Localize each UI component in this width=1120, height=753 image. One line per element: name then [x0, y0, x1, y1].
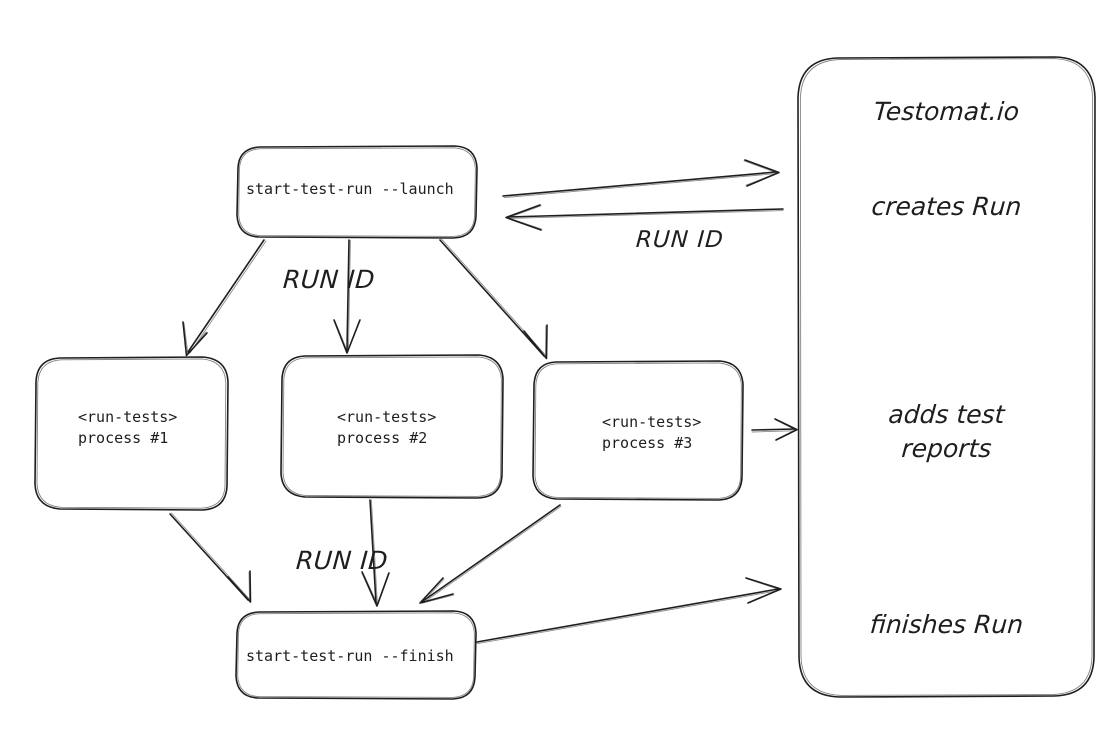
edge-label-run-id-collect: RUN ID — [295, 546, 390, 575]
process1-line1: <run-tests> — [78, 408, 178, 426]
process2-box-shape — [280, 354, 504, 499]
edge-launch-to-service — [502, 159, 780, 199]
process1-box-shape — [34, 356, 229, 511]
edge-launch-to-process1 — [182, 239, 267, 357]
service-panel-heading: Testomat.io — [872, 97, 1021, 126]
edge-launch-to-process2 — [333, 239, 361, 354]
edge-process3-to-service — [751, 418, 798, 441]
service-panel-shape — [797, 56, 1096, 698]
process1-line2: process #1 — [78, 429, 169, 447]
process3-line1: <run-tests> — [602, 413, 702, 431]
finish-box-label: start-test-run --finish — [246, 647, 454, 665]
edge-finish-to-service — [476, 577, 782, 645]
edge-launch-to-process3 — [439, 238, 548, 360]
edge-service-to-launch — [505, 204, 784, 231]
process2-line2: process #2 — [337, 429, 428, 447]
launch-box-label: start-test-run --launch — [246, 180, 454, 198]
edge-process2-to-finish — [361, 499, 390, 607]
edge-label-run-id-returned: RUN ID — [635, 227, 725, 253]
edge-label-run-id-fanout: RUN ID — [282, 265, 377, 294]
process3-line2: process #3 — [602, 434, 693, 452]
service-panel-action-finishes-run: finishes Run — [868, 610, 1025, 639]
service-panel-action-creates-run: creates Run — [870, 192, 1023, 221]
edge-process1-to-finish — [169, 512, 252, 603]
launch-box-shape — [236, 145, 478, 239]
service-panel-action-adds-reports-line1: adds test — [887, 400, 1006, 429]
process3-box-shape — [532, 360, 744, 501]
service-panel-action-adds-reports-line2: reports — [900, 434, 993, 463]
finish-box-shape — [235, 610, 477, 700]
edge-process3-to-finish — [419, 504, 562, 604]
process2-line1: <run-tests> — [337, 408, 437, 426]
